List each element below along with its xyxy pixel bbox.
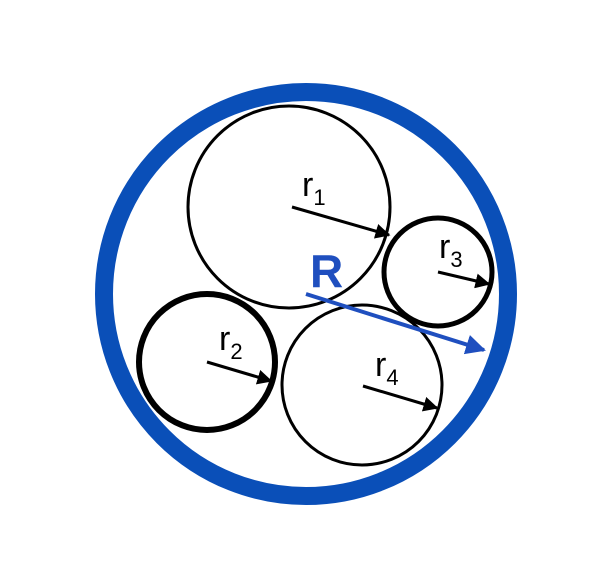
label-r1-sub: 1 [313, 185, 325, 210]
radius-arrow-r4 [362, 384, 439, 412]
radius-arrow-r1 [291, 205, 391, 239]
circle-r4 [280, 303, 444, 467]
label-r2-sub: 2 [230, 339, 242, 364]
radius-arrow-r2 [206, 360, 273, 385]
label-r4-sub: 4 [386, 365, 398, 390]
outer-circle [95, 83, 517, 505]
label-R: R [310, 245, 343, 297]
radius-arrow-R [305, 292, 486, 355]
label-r3-sub: 3 [450, 247, 462, 272]
label-r4: r4 [375, 346, 399, 390]
radius-arrow-r3 [437, 270, 491, 289]
label-r2-main: r [219, 320, 230, 358]
label-r4-main: r [375, 346, 386, 384]
label-r3: r3 [439, 228, 463, 272]
label-r1: r1 [302, 166, 326, 210]
label-r1-main: r [302, 166, 313, 204]
label-r3-main: r [439, 228, 450, 266]
label-r2: r2 [219, 320, 243, 364]
circle-r1 [186, 104, 392, 310]
